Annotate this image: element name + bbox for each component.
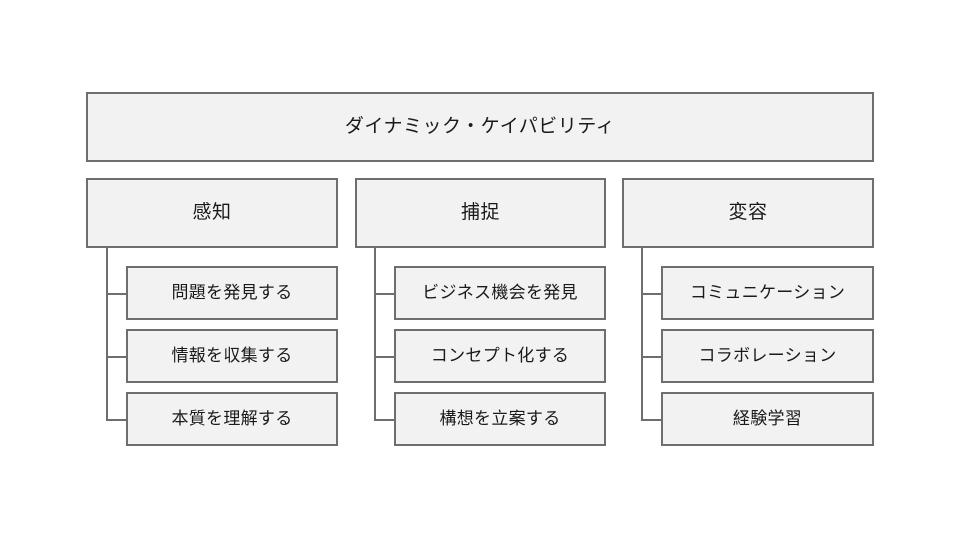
leaf-node-sensing-2: 本質を理解する: [126, 392, 338, 446]
leaf-node-transforming-0: コミュニケーション: [661, 266, 874, 320]
branch-node-sensing: 感知: [86, 178, 338, 248]
leaf-node-transforming-1: コラボレーション: [661, 329, 874, 383]
leaf-node-sensing-1: 情報を収集する: [126, 329, 338, 383]
branch-node-seizing: 捕捉: [355, 178, 606, 248]
leaf-node-seizing-0: ビジネス機会を発見: [394, 266, 606, 320]
leaf-node-seizing-2: 構想を立案する: [394, 392, 606, 446]
branch-node-transforming: 変容: [622, 178, 874, 248]
leaf-node-transforming-2: 経験学習: [661, 392, 874, 446]
connector-vertical-branch-2: [641, 248, 643, 420]
connector-horizontal-branch-0-child-2: [106, 419, 126, 421]
leaf-node-seizing-1: コンセプト化する: [394, 329, 606, 383]
connector-horizontal-branch-1-child-2: [374, 419, 394, 421]
connector-horizontal-branch-1-child-0: [374, 293, 394, 295]
connector-vertical-branch-0: [106, 248, 108, 420]
connector-horizontal-branch-0-child-1: [106, 356, 126, 358]
connector-horizontal-branch-2-child-2: [641, 419, 661, 421]
connector-horizontal-branch-2-child-1: [641, 356, 661, 358]
leaf-node-sensing-0: 問題を発見する: [126, 266, 338, 320]
connector-vertical-branch-1: [374, 248, 376, 420]
connector-horizontal-branch-2-child-0: [641, 293, 661, 295]
connector-horizontal-branch-0-child-0: [106, 293, 126, 295]
root-node-dynamic-capability: ダイナミック・ケイパビリティ: [86, 92, 874, 162]
connector-horizontal-branch-1-child-1: [374, 356, 394, 358]
